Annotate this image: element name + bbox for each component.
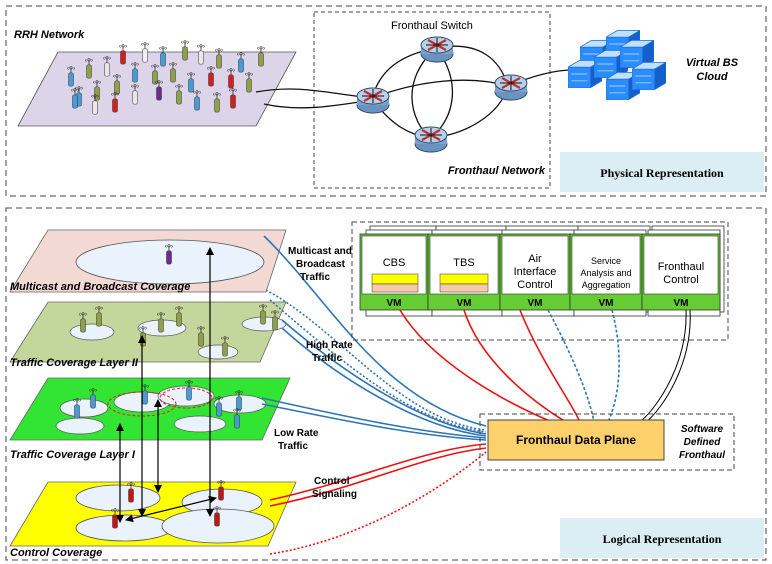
multicast-layer-label: Multicast and Broadcast Coverage — [10, 281, 190, 293]
vm-label: VM — [387, 298, 402, 309]
fronthaul-network-frame — [313, 11, 551, 189]
virtual-bs-label-2: Cloud — [696, 71, 727, 83]
virtual-functions: CBS TBS Air Interface Control Service An… — [351, 221, 729, 341]
virtual-functions-frame — [351, 221, 729, 341]
air-interface-label-3: Control — [517, 279, 552, 291]
fronthaul-switch-icon — [414, 125, 448, 154]
traffic-labels: Multicast and Broadcast Traffic High Rat… — [274, 246, 357, 500]
vm-label: VM — [599, 298, 614, 309]
control-signaling-label: Control — [314, 476, 350, 487]
fronthaul-switch-label: Fronthaul Switch — [391, 20, 473, 32]
vm-label: VM — [528, 298, 543, 309]
layer-association-arrows — [116, 247, 217, 523]
virtual-bs-cloud-icon — [568, 30, 666, 100]
rrh-network-label: RRH Network — [14, 29, 85, 41]
logical-section: Multicast and Broadcast Traffic High Rat… — [5, 207, 767, 561]
fronthaul-switch-icon — [494, 73, 528, 102]
low-rate-traffic-label: Low Rate — [274, 428, 319, 439]
traffic-links — [261, 235, 487, 555]
physical-section: RRH Network Fronthaul Switch Virtual BS … — [5, 5, 767, 197]
fronthaul-data-plane — [487, 419, 665, 461]
multicast-traffic-label-2: Broadcast — [296, 259, 346, 270]
vm-label: VM — [674, 298, 689, 309]
software-defined-fronthaul-label-2: Defined — [684, 437, 722, 448]
low-rate-traffic-label-2: Traffic — [278, 441, 308, 452]
physical-representation-label: Physical Representation — [600, 166, 724, 180]
logical-frame — [5, 207, 767, 561]
air-interface-label: Air — [528, 253, 542, 265]
fronthaul-switch-icon — [420, 35, 454, 64]
vm-label: VM — [457, 298, 472, 309]
software-defined-fronthaul-label: Software — [681, 424, 724, 435]
service-analysis-label: Service — [591, 256, 621, 266]
fronthaul-network-label: Fronthaul Network — [448, 165, 546, 177]
high-rate-traffic-label-2: Traffic — [312, 353, 342, 364]
traffic-layer-1-label: Traffic Coverage Layer I — [10, 449, 136, 461]
fronthaul-switch-icon — [356, 86, 390, 115]
control-signaling-label-2: Signaling — [312, 489, 357, 500]
software-defined-fronthaul-frame — [479, 413, 735, 471]
virtual-bs-label: Virtual BS — [686, 57, 739, 69]
fronthaul-data-plane-label: Fronthaul Data Plane — [516, 433, 636, 447]
air-interface-label-2: Interface — [514, 266, 557, 278]
control-coverage-label: Control Coverage — [10, 547, 102, 559]
physical-representation-box — [560, 152, 764, 192]
physical-frame — [5, 5, 767, 197]
high-rate-traffic-label: High Rate — [306, 340, 353, 351]
service-analysis-label-2: Analysis and — [580, 268, 631, 278]
tbs-label: TBS — [453, 257, 474, 269]
traffic-layer-2-label: Traffic Coverage Layer II — [10, 357, 139, 369]
multicast-traffic-label: Multicast and — [288, 246, 352, 257]
logical-representation-label: Logical Representation — [603, 532, 722, 546]
logical-representation-box — [560, 518, 764, 558]
fronthaul-control-label-2: Control — [663, 274, 698, 286]
fronthaul-control-label: Fronthaul — [658, 261, 704, 273]
software-defined-fronthaul-label-3: Fronthaul — [679, 450, 725, 461]
multicast-traffic-label-3: Traffic — [300, 272, 330, 283]
service-analysis-label-3: Aggregation — [582, 280, 631, 290]
vm-links — [399, 309, 691, 425]
cbs-label: CBS — [383, 257, 406, 269]
